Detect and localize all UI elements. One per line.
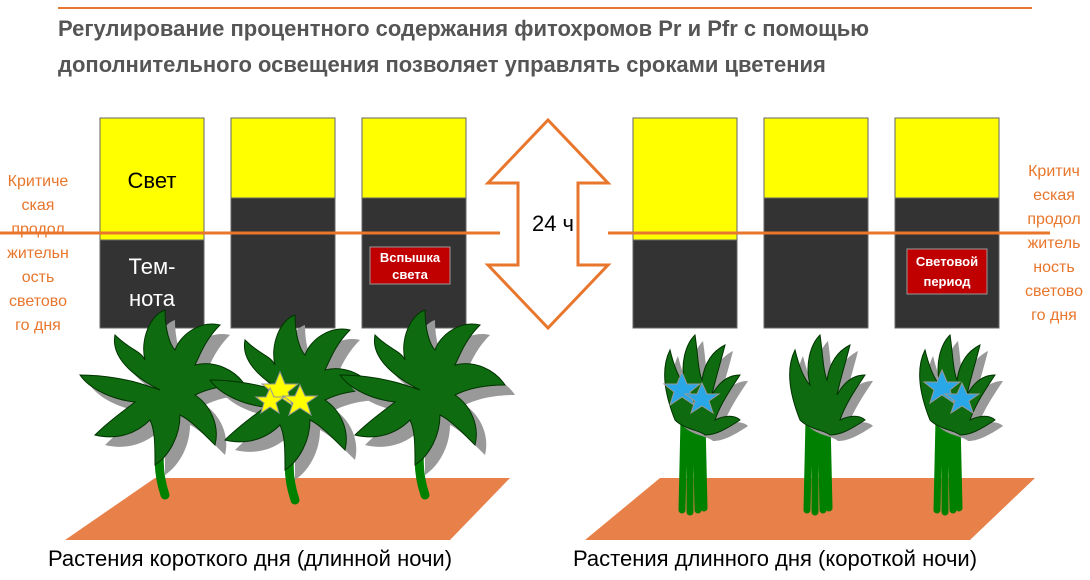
- bar-1-light-label: Свет: [128, 168, 177, 193]
- plant-icon: [789, 334, 873, 516]
- light-period-label-2: период: [923, 274, 971, 289]
- star-icon: [662, 370, 721, 415]
- bar-1: Свет Тем- нота: [99, 117, 205, 329]
- flash-label-1: Вспышка: [380, 250, 441, 265]
- bar-6: Световой период: [894, 117, 1000, 329]
- right-side-label: Критич еская продол житель ность светово…: [1025, 163, 1083, 324]
- plant-icon: [919, 334, 1003, 516]
- plant-icon: [79, 309, 255, 500]
- bar-1-dark-label-2: нота: [129, 286, 176, 311]
- plant-icon: [664, 334, 748, 516]
- title-line-2: дополнительного освещения позволяет упра…: [58, 52, 826, 77]
- svg-text:продол: продол: [11, 221, 64, 238]
- light-period-label-1: Световой: [916, 254, 978, 269]
- svg-text:житель: житель: [1028, 235, 1081, 252]
- bar-3: Вспышка света: [361, 117, 467, 329]
- svg-text:еская: еская: [1033, 187, 1075, 204]
- bar-4: [632, 117, 738, 329]
- svg-text:светово: светово: [1025, 283, 1083, 300]
- flash-label-2: света: [392, 267, 428, 282]
- double-arrow-icon: [484, 117, 612, 331]
- bar-1-dark-label-1: Тем-: [129, 254, 176, 279]
- svg-text:жительн: жительн: [7, 245, 69, 262]
- svg-text:го дня: го дня: [15, 317, 61, 334]
- left-side-label: Критиче ская продол жительн ость светово…: [7, 173, 69, 334]
- star-icon: [922, 368, 981, 415]
- caption-long-day: Растения длинного дня (короткой ночи): [573, 546, 977, 571]
- flash-box: [369, 246, 451, 285]
- soil-left: [65, 478, 510, 540]
- hours-label: 24 ч: [532, 211, 574, 236]
- svg-text:Критиче: Критиче: [8, 173, 69, 190]
- svg-text:ность: ность: [1033, 259, 1074, 276]
- title-line-1: Регулирование процентного содержания фит…: [58, 16, 869, 41]
- plant-icon: [339, 309, 515, 500]
- svg-text:Критич: Критич: [1028, 163, 1080, 180]
- svg-text:го дня: го дня: [1031, 307, 1077, 324]
- bar-5: [763, 117, 869, 329]
- star-icon: [254, 370, 319, 417]
- caption-short-day: Растения короткого дня (длинной ночи): [48, 546, 452, 571]
- bar-2: [230, 117, 336, 329]
- svg-text:продол: продол: [1027, 211, 1080, 228]
- svg-text:ость: ость: [22, 269, 55, 286]
- svg-text:ская: ская: [22, 197, 55, 214]
- light-period-box: [906, 248, 988, 295]
- svg-text:светово: светово: [9, 293, 67, 310]
